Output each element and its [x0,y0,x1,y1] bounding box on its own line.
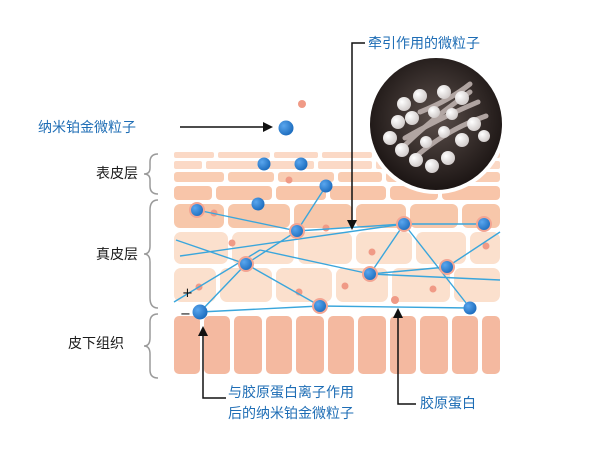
microscope-photo-icon [366,54,506,194]
subcutaneous-label: 皮下组织 [68,336,124,352]
epidermis-label: 表皮层 [96,166,138,182]
minus-sign: − [180,307,191,322]
layer-brackets [143,153,159,379]
pointer-arrows [180,42,416,405]
subcutaneous-layer [174,316,500,374]
traction-particle-label: 牵引作用的微粒子 [368,36,480,52]
collagen-label: 胶原蛋白 [420,396,476,412]
bound-particle-label-line1: 与胶原蛋白离子作用 [228,385,354,401]
bound-particle-label-line2: 后的纳米铂金微粒子 [228,406,354,422]
dermis-label: 真皮层 [96,247,138,263]
nano-particles [189,120,492,320]
plus-sign: + [182,286,193,301]
bound-particle-label: 与胶原蛋白离子作用 后的纳米铂金微粒子 [228,383,354,425]
nano-particle-label: 纳米铂金微粒子 [38,120,136,136]
